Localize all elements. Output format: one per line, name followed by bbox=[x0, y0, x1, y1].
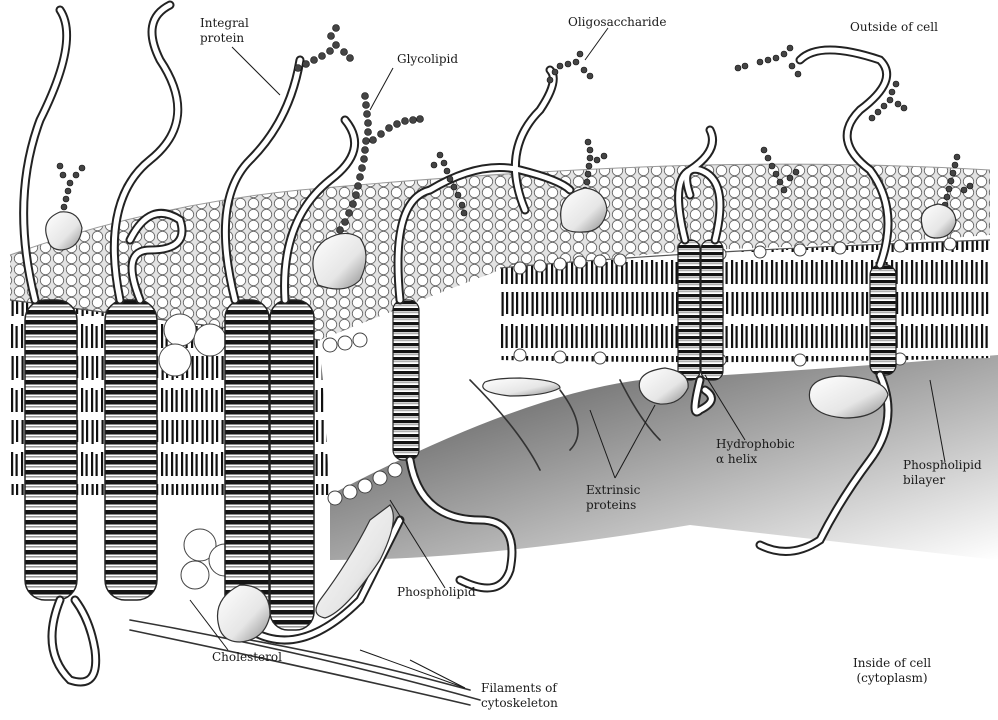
label-phospholipid: Phospholipid bbox=[397, 585, 476, 600]
label-inside-cell: Inside of cell (cytoplasm) bbox=[853, 656, 931, 686]
label-cholesterol: Cholesterol bbox=[212, 650, 282, 665]
label-outside-cell: Outside of cell bbox=[850, 20, 938, 35]
label-oligosaccharide: Oligosaccharide bbox=[568, 15, 666, 30]
label-integral-protein: Integral protein bbox=[200, 16, 249, 46]
label-phospholipid-bilayer: Phospholipid bilayer bbox=[903, 458, 982, 488]
label-extrinsic-proteins: Extrinsic proteins bbox=[586, 483, 640, 513]
label-filaments-cytoskeleton: Filaments of cytoskeleton bbox=[481, 681, 558, 711]
label-glycolipid: Glycolipid bbox=[397, 52, 458, 67]
label-hydrophobic-helix: Hydrophobic α helix bbox=[716, 437, 795, 467]
